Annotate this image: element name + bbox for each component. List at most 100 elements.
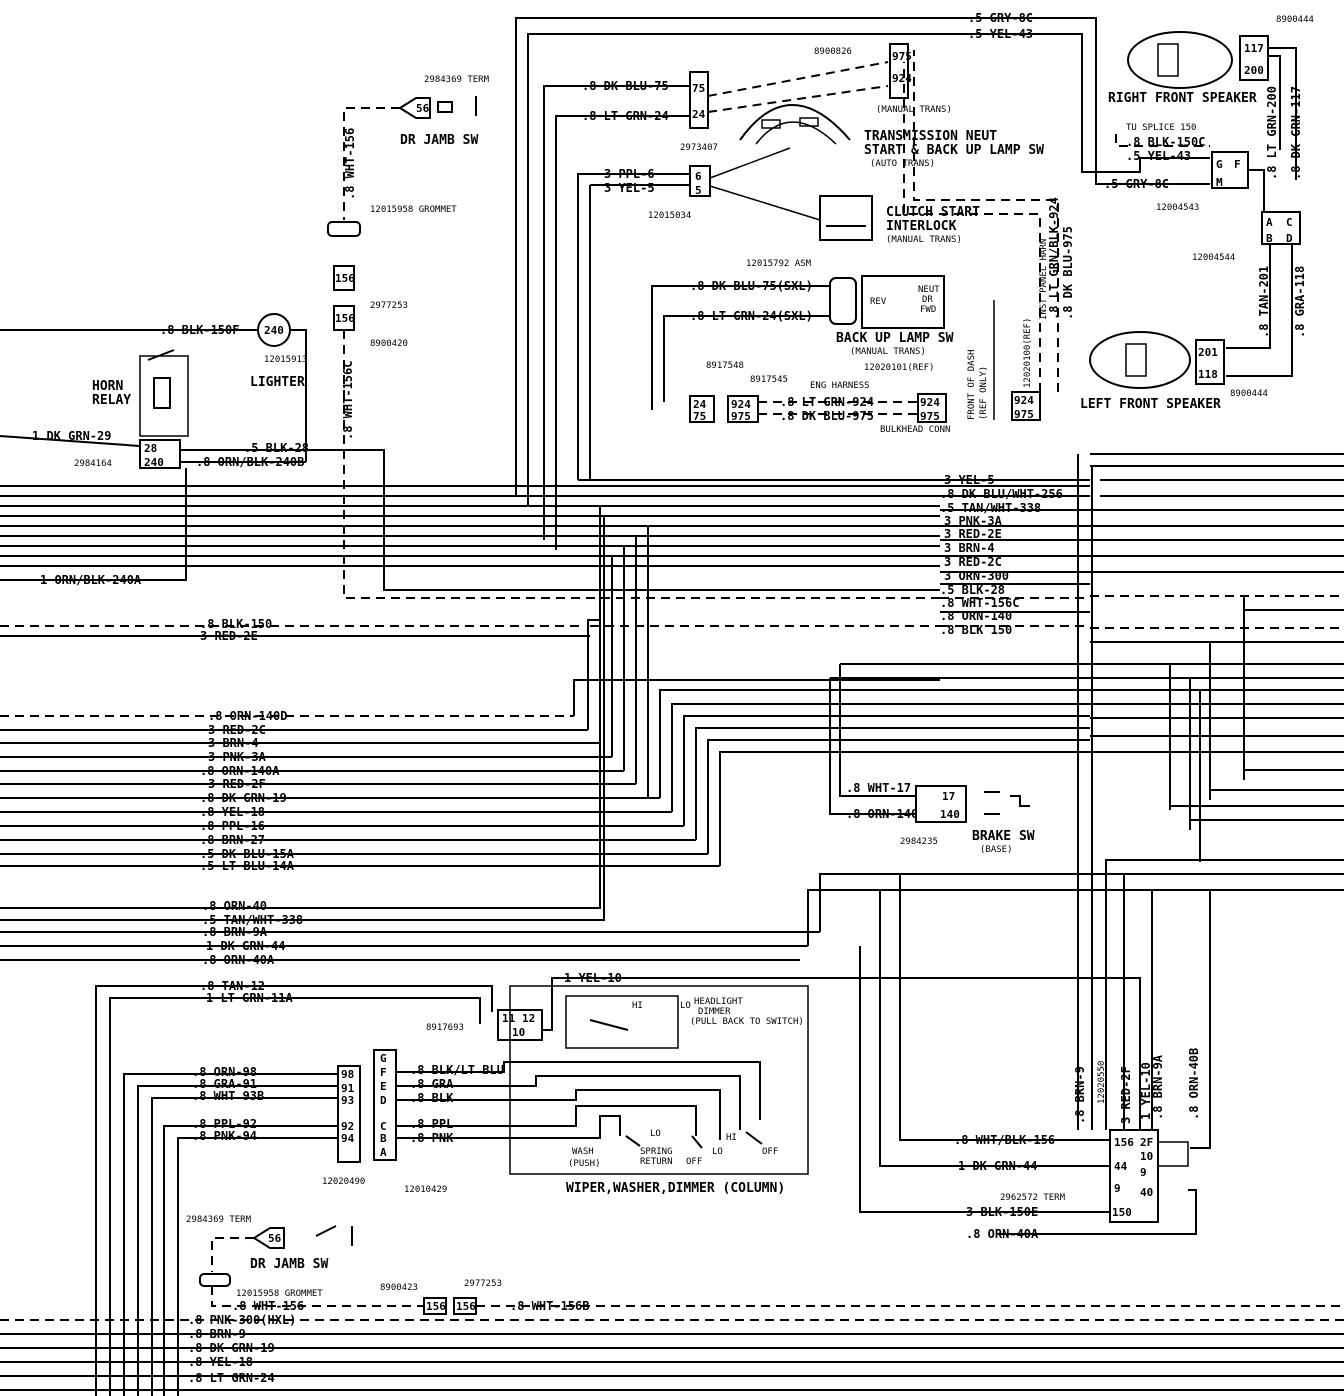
part-2962572: 2962572 TERM xyxy=(1000,1193,1066,1203)
label-wht-17: .8 WHT-17 xyxy=(846,781,911,795)
pin-92: 92 xyxy=(341,1120,354,1133)
label-clutch-3: (MANUAL TRANS) xyxy=(886,235,962,245)
pin-5: 5 xyxy=(695,184,702,197)
label-backup-2: (MANUAL TRANS) xyxy=(850,347,926,357)
label-lt-grn-24: .8 LT GRN-24 xyxy=(582,109,669,123)
wire-gra-118 xyxy=(1226,244,1293,377)
pin-F-b: F xyxy=(380,1066,387,1079)
left-front-speaker xyxy=(1089,331,1191,389)
pin-924-top: 924 xyxy=(892,72,912,85)
part-8917548: 8917548 xyxy=(706,361,744,371)
label-spring-1: SPRING xyxy=(640,1147,673,1157)
label-clutch-1: CLUTCH START xyxy=(886,205,980,220)
label-lo-wiper: LO xyxy=(650,1129,661,1139)
part-12015034: 12015034 xyxy=(648,211,691,221)
pin-924-d: 924 xyxy=(1014,394,1034,407)
pin-156-e: 156 xyxy=(456,1300,476,1313)
connector-156-a xyxy=(333,265,355,291)
label-gra: .8 GRA xyxy=(410,1077,454,1091)
pin-24-a: 24 xyxy=(692,108,706,121)
pin-B: B xyxy=(1266,232,1273,245)
wire-v-dk-blu-975 xyxy=(913,50,1059,392)
label-right-front-speaker: RIGHT FRONT SPEAKER xyxy=(1108,91,1257,106)
label-off-2: OFF xyxy=(762,1147,778,1157)
label-v-lt-grn-blk-924: .8 LT GRN/BLK-924 xyxy=(1047,197,1061,320)
label-l-orn-40a: .8 ORN-40A xyxy=(202,953,275,967)
part-12020550: 12020550 xyxy=(1097,1061,1107,1104)
horn-relay-coil xyxy=(153,377,171,409)
pin-E: E xyxy=(380,1080,387,1093)
connector-12020550-ext xyxy=(1157,1141,1189,1167)
label-brake-1: BRAKE SW xyxy=(972,829,1035,844)
label-ppl: .8 PPL xyxy=(410,1117,453,1131)
headlight-dimmer-box xyxy=(565,995,679,1049)
label-gry-8c-top: .5 GRY-8C xyxy=(968,11,1033,25)
label-blk-28: .5 BLK-28 xyxy=(244,441,309,455)
label-bulkhead: BULKHEAD CONN xyxy=(880,425,950,435)
dr-jamb-sw-bottom xyxy=(315,1225,337,1237)
label-l-brn-27: .8 BRN-27 xyxy=(200,833,265,847)
pin-240: 240 xyxy=(264,324,284,337)
pin-150: 150 xyxy=(1112,1206,1132,1219)
pin-156-a: 156 xyxy=(335,272,355,285)
label-left-front-speaker: LEFT FRONT SPEAKER xyxy=(1080,397,1221,412)
label-backup-1: BACK UP LAMP SW xyxy=(836,331,954,346)
wire-v-lt-grn-blk-924 xyxy=(903,62,1041,392)
pin-A: A xyxy=(1266,216,1273,229)
pin-17: 17 xyxy=(942,790,955,803)
horn-relay-contact xyxy=(147,349,175,361)
connector-12015792 xyxy=(829,277,857,325)
label-b-dk-grn-19: .8 DK GRN-19 xyxy=(188,1341,275,1355)
connector-8917693 xyxy=(497,1009,543,1041)
wiper-column-box xyxy=(509,985,809,1175)
speaker-magnet-lf xyxy=(1125,343,1147,377)
label-lo-dimmer: LO xyxy=(680,1001,691,1011)
label-l-dk-grn-44: 1 DK GRN-44 xyxy=(206,939,285,953)
pin-156-d: 156 xyxy=(426,1300,446,1313)
label-blk-150f: .8 BLK-150F xyxy=(160,323,239,337)
pin-200: 200 xyxy=(1244,64,1264,77)
pin-98: 98 xyxy=(341,1068,354,1081)
pin-156-c: 156 xyxy=(1114,1136,1134,1149)
label-blk-lt-blu: .8 BLK/LT BLU xyxy=(410,1063,504,1077)
connector-rf-speaker xyxy=(1239,35,1269,81)
grommet-top xyxy=(327,221,361,237)
part-12015958-bottom: 12015958 GROMMET xyxy=(236,1289,323,1299)
label-b-pnk-300: .8 PNK-300(HXL) xyxy=(188,1313,296,1327)
label-yel-5: 3 YEL-5 xyxy=(604,181,655,195)
label-trans-neut-1: TRANSMISSION NEUT xyxy=(864,129,997,144)
label-lt-grn-200: .8 LT GRN-200 xyxy=(1265,86,1279,180)
part-8900423: 8900423 xyxy=(380,1283,418,1293)
pin-975-c: 975 xyxy=(920,410,940,423)
label-l-tan-wht-338: .5 TAN/WHT-338 xyxy=(202,913,303,927)
pin-A-b: A xyxy=(380,1146,387,1159)
transmission-neut-switch xyxy=(739,104,851,141)
label-headlight-3: (PULL BACK TO SWITCH) xyxy=(690,1017,804,1027)
label-l-orn-40: .8 ORN-40 xyxy=(202,899,267,913)
wire-blk-150c-r xyxy=(1115,134,1210,147)
label-l-ppl-16: .8 PPL-16 xyxy=(200,819,265,833)
pin-975-b: 975 xyxy=(731,410,751,423)
label-v-yel-10: 1 YEL-10 xyxy=(1139,1062,1153,1120)
wire-dk-blu-75-sxl xyxy=(651,285,830,410)
label-b-lt-grn-24: .8 LT GRN-24 xyxy=(188,1371,275,1385)
dr-jamb-terminal-bottom xyxy=(252,1227,285,1249)
wire-yel-10 xyxy=(542,977,1141,1140)
part-12020490: 12020490 xyxy=(322,1177,365,1187)
wire-lt-grn-24-sxl xyxy=(663,315,830,402)
pin-156-b: 156 xyxy=(335,312,355,325)
label-wht-93b: .8 WHT 93B xyxy=(192,1089,264,1103)
pin-40: 40 xyxy=(1140,1186,1153,1199)
label-orn-140a-brake: .8 ORN-140A xyxy=(846,807,926,821)
connector-inst-panel xyxy=(1011,391,1041,421)
label-lighter: LIGHTER xyxy=(250,375,305,390)
dash-trans-2 xyxy=(707,85,889,113)
transmission-neut-switch-inner xyxy=(755,121,837,145)
wiper-switch-blade-1 xyxy=(625,1135,641,1147)
brake-sw-arm xyxy=(1010,795,1030,807)
label-ref-only: (REF ONLY) xyxy=(979,366,989,420)
label-wht-156c: .8 WHT-156C xyxy=(341,361,355,440)
pin-D-b: D xyxy=(380,1094,387,1107)
label-orn-blk-240b: .8 ORN/BLK-240B xyxy=(196,455,304,469)
pin-M: M xyxy=(1216,176,1223,189)
